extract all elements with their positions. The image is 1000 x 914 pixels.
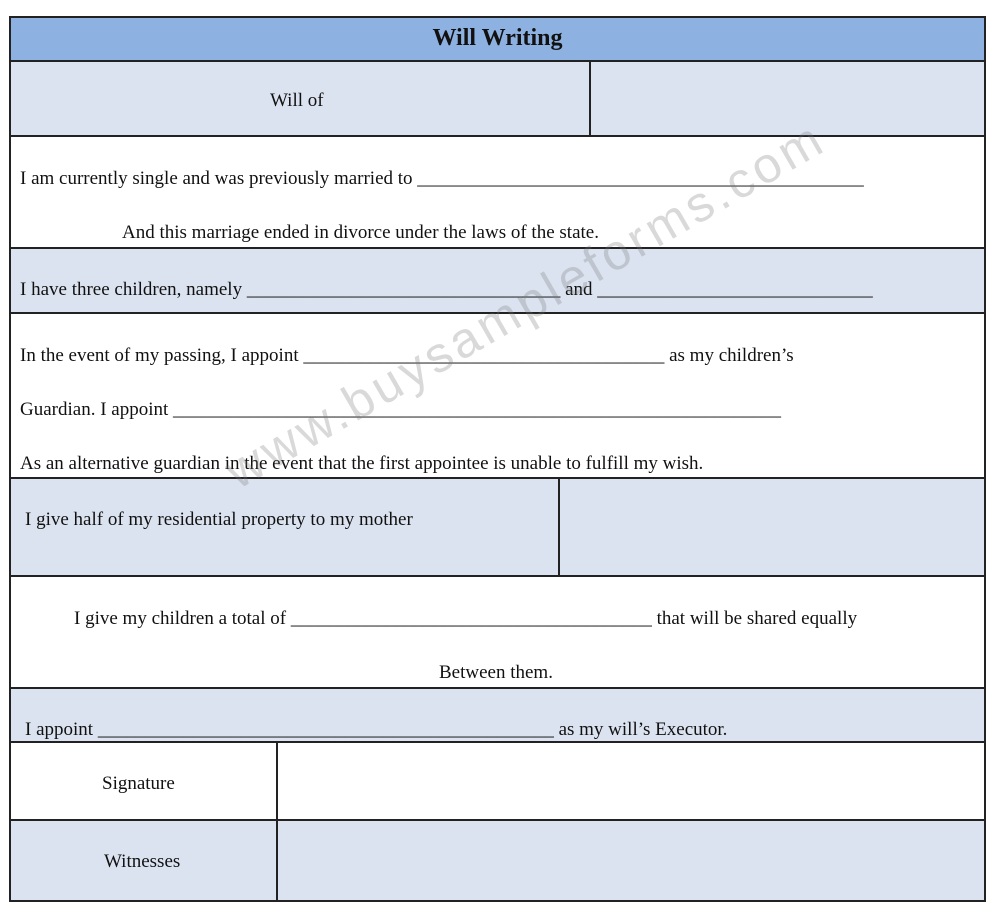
signature-label: Signature xyxy=(102,773,175,794)
will-of-label: Will of xyxy=(270,90,324,111)
will-of-name-field[interactable] xyxy=(591,62,984,135)
property-text: I give half of my residential property t… xyxy=(25,509,413,530)
executor-row: I appoint ______________________________… xyxy=(11,689,984,743)
guardian-text-line2: Guardian. I appoint ____________________… xyxy=(20,399,782,420)
witnesses-row: Witnesses xyxy=(11,821,984,900)
children-text: I have three children, namely __________… xyxy=(20,279,873,300)
children-row: I have three children, namely __________… xyxy=(11,249,984,314)
column-divider xyxy=(276,743,278,819)
children-share-row: I give my children a total of __________… xyxy=(11,577,984,689)
signature-row: Signature xyxy=(11,743,984,821)
witnesses-field[interactable] xyxy=(278,821,984,900)
will-of-row: Will of xyxy=(11,62,984,137)
column-divider xyxy=(589,62,591,135)
will-writing-form: Will Writing Will of I am currently sing… xyxy=(9,16,986,902)
marriage-text-line2: And this marriage ended in divorce under… xyxy=(122,222,599,243)
marriage-text-line1: I am currently single and was previously… xyxy=(20,168,864,189)
form-header: Will Writing xyxy=(11,18,984,62)
property-field[interactable] xyxy=(560,479,984,575)
marriage-row: I am currently single and was previously… xyxy=(11,137,984,249)
executor-text: I appoint ______________________________… xyxy=(25,719,728,740)
children-share-text-line2: Between them. xyxy=(439,662,553,683)
guardian-text-line3: As an alternative guardian in the event … xyxy=(20,453,704,474)
column-divider xyxy=(558,479,560,575)
property-row: I give half of my residential property t… xyxy=(11,479,984,577)
signature-field[interactable] xyxy=(278,743,984,819)
children-share-text-line1: I give my children a total of __________… xyxy=(74,608,858,629)
witnesses-label: Witnesses xyxy=(104,851,181,872)
column-divider xyxy=(276,821,278,900)
form-title: Will Writing xyxy=(432,25,563,51)
guardian-text-line1: In the event of my passing, I appoint __… xyxy=(20,345,794,366)
guardian-row: In the event of my passing, I appoint __… xyxy=(11,314,984,479)
